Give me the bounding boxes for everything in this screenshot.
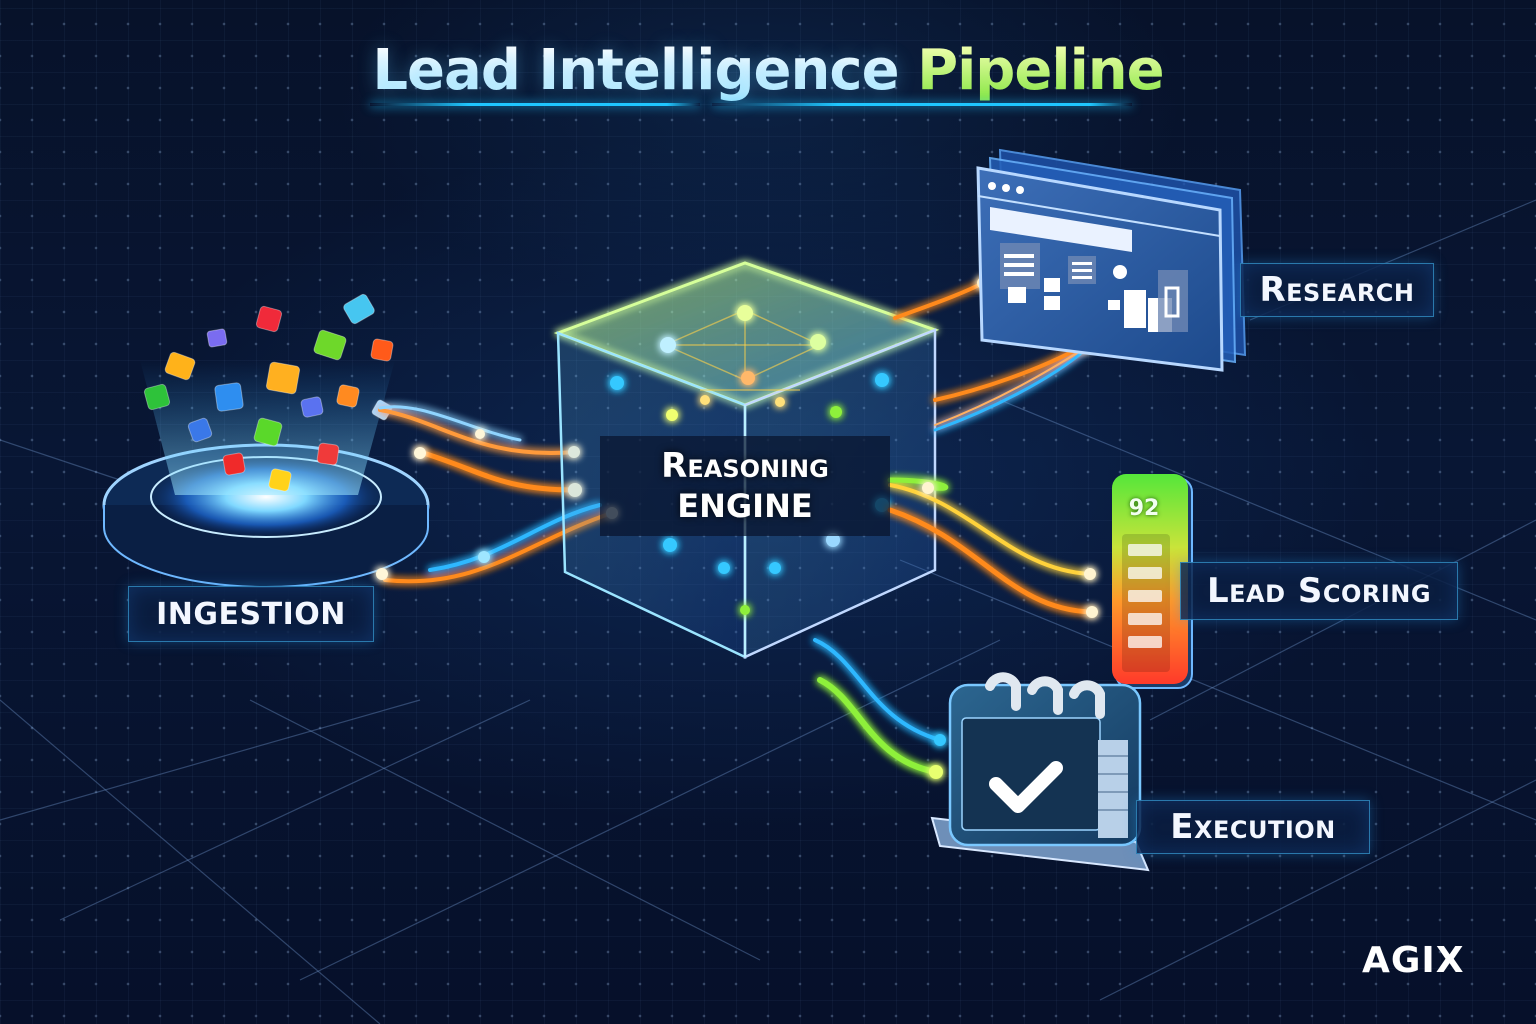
stage-label-reasoning-engine: Reasoning ENGINE [600, 436, 890, 536]
calendar-check-icon [930, 672, 1150, 872]
title-accent: Pipeline [917, 38, 1165, 103]
stage-label-lead-scoring: Lead Scoring [1180, 562, 1458, 620]
ingestion-portal-icon [102, 293, 430, 588]
engine-label-line2: ENGINE [677, 487, 813, 525]
title-underline-left [370, 103, 700, 106]
title-underline-right [712, 103, 1132, 106]
browser-window-icon [976, 148, 1247, 372]
page-title: Lead Intelligence Pipeline [0, 38, 1536, 103]
lead-score-value: 92 [1128, 496, 1160, 521]
title-primary: Lead Intelligence [372, 38, 899, 103]
engine-label-line1: Reasoning [661, 446, 829, 486]
stage-label-execution: Execution [1136, 800, 1370, 854]
research-label-text: Research [1259, 270, 1415, 310]
neural-cube-icon [553, 261, 940, 659]
lead-scoring-label-text: Lead Scoring [1206, 571, 1432, 611]
stage-label-research: Research [1240, 263, 1434, 317]
score-meter-icon [1112, 474, 1193, 689]
ingestion-label-text: INGESTION [156, 596, 346, 632]
brand-logo: AGIX [1362, 940, 1465, 981]
stage-label-ingestion: INGESTION [128, 586, 374, 642]
execution-label-text: Execution [1170, 807, 1336, 847]
